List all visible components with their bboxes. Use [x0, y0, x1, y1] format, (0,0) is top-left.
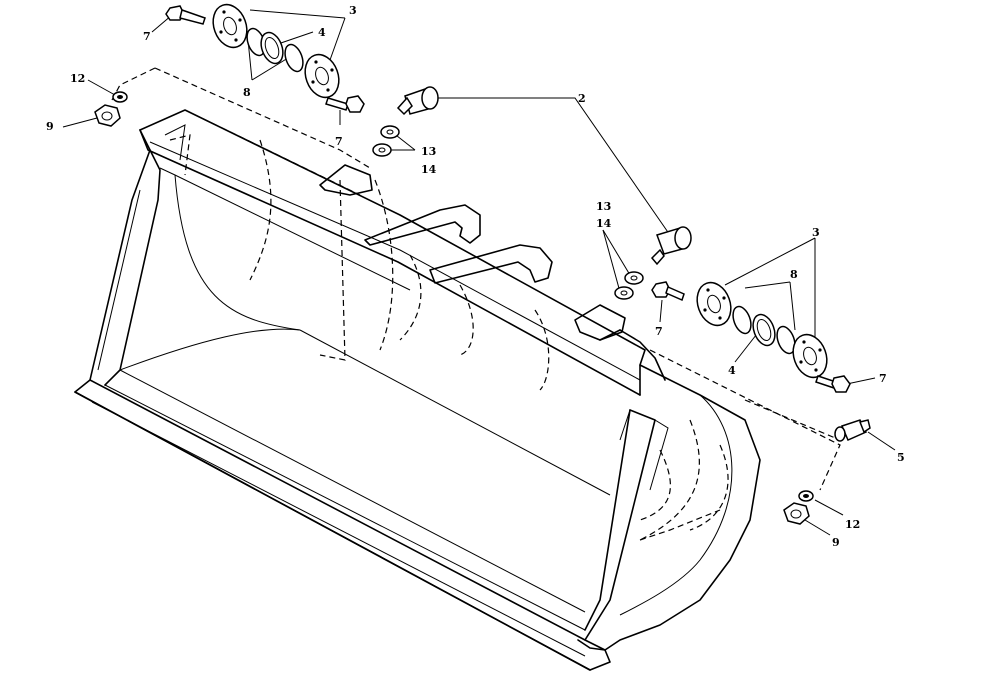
- callout-4: 4: [318, 26, 326, 39]
- hardware-right: [614, 226, 871, 525]
- hook-brackets: [319, 164, 626, 341]
- callout-12: 12: [70, 72, 85, 85]
- callout-13: 13: [421, 145, 436, 158]
- hardware-top-left: [94, 3, 439, 157]
- bucket: [74, 109, 761, 671]
- callout-2: 2: [578, 92, 586, 105]
- flange-plate-icon: [792, 333, 828, 379]
- callout-3: 3: [349, 4, 357, 17]
- washer-icon: [624, 271, 644, 285]
- hidden-lines: [111, 67, 841, 541]
- callout-14: 14: [421, 163, 437, 176]
- lock-washer-icon: [798, 490, 814, 502]
- seal-ring-icon: [284, 43, 304, 73]
- bolt-icon: [325, 95, 365, 113]
- callout-8: 8: [243, 86, 251, 99]
- callout-7: 7: [335, 135, 343, 148]
- callout-8: 8: [790, 268, 798, 281]
- bushing-icon: [752, 313, 776, 347]
- hex-nut-icon: [94, 104, 121, 127]
- washer-icon: [372, 143, 392, 157]
- flange-plate-icon: [304, 53, 340, 99]
- callout-12: 12: [845, 518, 860, 531]
- callout-9: 9: [46, 120, 54, 133]
- callout-7: 7: [143, 30, 151, 43]
- callout-7: 7: [879, 372, 887, 385]
- callout-13: 13: [596, 200, 611, 213]
- callout-9: 9: [832, 536, 840, 549]
- flange-plate-icon: [696, 281, 732, 327]
- seal-ring-icon: [732, 305, 752, 335]
- washer-icon: [380, 125, 400, 139]
- callout-14: 14: [596, 217, 612, 230]
- grease-fitting-icon: [834, 419, 871, 442]
- callout-5: 5: [897, 451, 905, 464]
- bushing-icon: [260, 31, 284, 65]
- callout-labels: 3 4 8 7 7 12 9 2 13 14 13 14 7 3 8 4 7 5…: [46, 4, 905, 549]
- flange-plate-icon: [212, 3, 248, 49]
- bolt-icon: [815, 375, 851, 393]
- seal-ring-icon: [776, 325, 796, 355]
- callout-3: 3: [812, 226, 820, 239]
- bolt-icon: [165, 5, 206, 25]
- callout-7: 7: [655, 325, 663, 338]
- pivot-pin-icon: [396, 86, 439, 116]
- washer-icon: [614, 286, 634, 300]
- callout-4: 4: [728, 364, 736, 377]
- pivot-pin-icon: [650, 226, 692, 266]
- lock-washer-icon: [112, 91, 128, 103]
- bolt-icon: [651, 281, 685, 302]
- hex-nut-icon: [783, 502, 810, 525]
